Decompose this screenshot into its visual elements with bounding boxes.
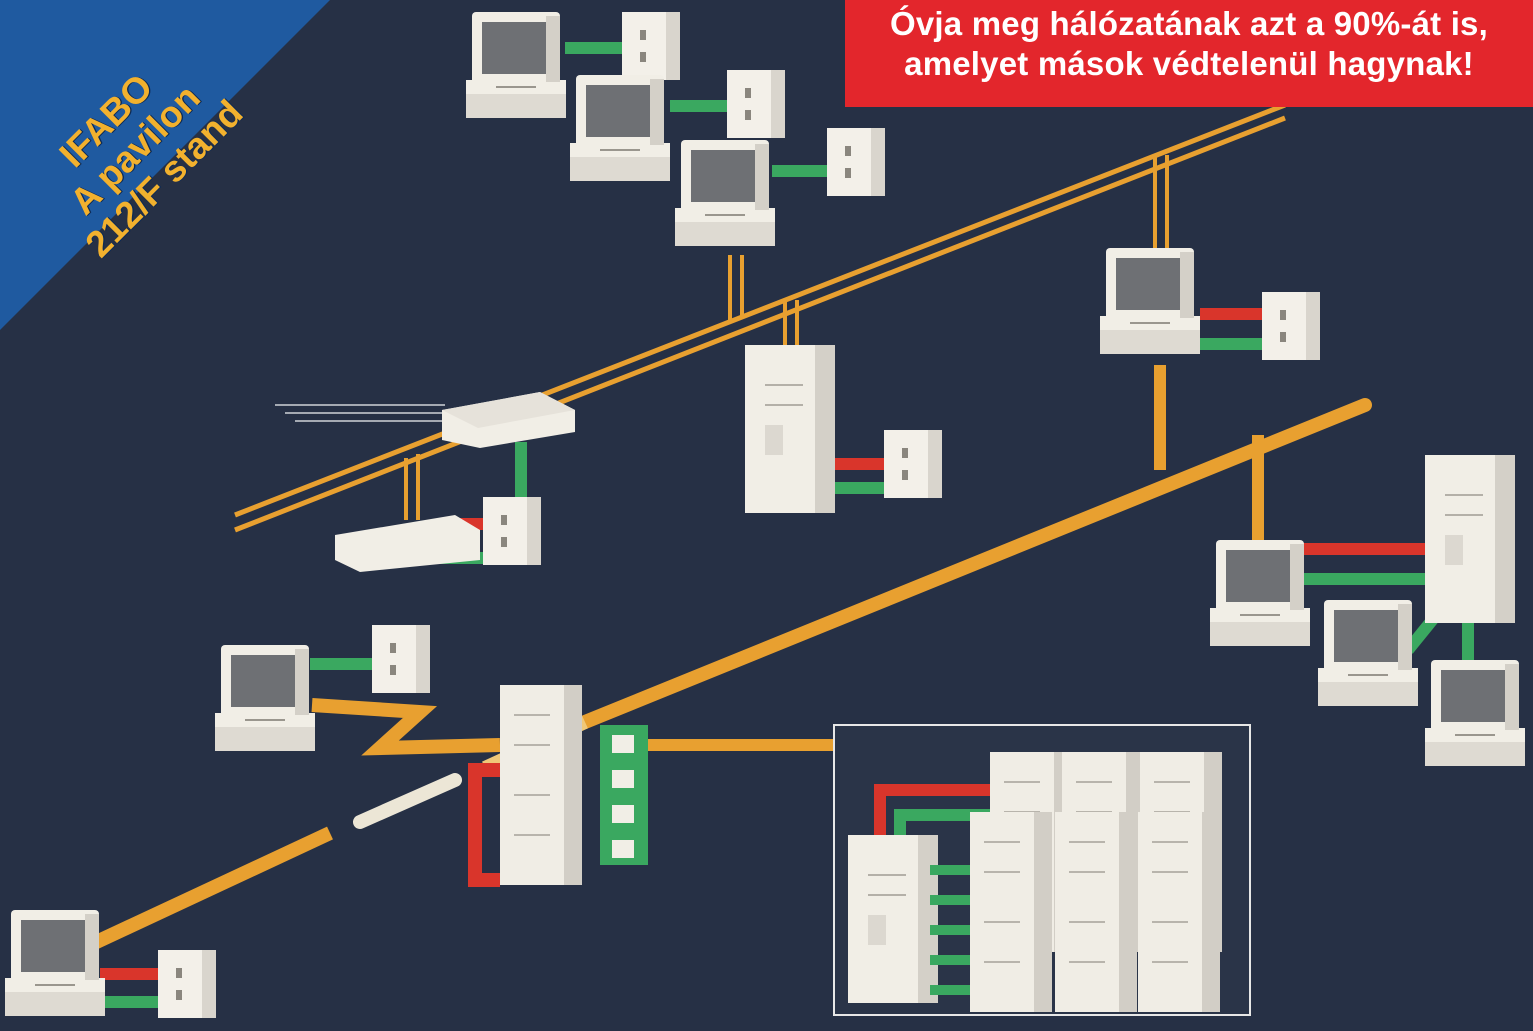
right-cluster	[1209, 454, 1526, 767]
top-workstation-group	[465, 11, 885, 247]
headline-line-2: amelyet mások védtelenül hagynak!	[904, 45, 1474, 82]
desktop-unit	[335, 497, 541, 572]
headline-banner: Óvja meg hálózatának azt a 90%-át is, am…	[845, 0, 1533, 107]
left-workstation	[214, 625, 430, 752]
right-workstation	[1099, 247, 1320, 360]
bottom-left-workstation	[4, 909, 216, 1018]
headline-text: Óvja meg hálózatának azt a 90%-át is, am…	[845, 4, 1533, 84]
tower-server-mid	[744, 344, 942, 514]
backbone-drops	[404, 155, 1169, 520]
server-room-inset	[833, 724, 1251, 1016]
router	[442, 392, 575, 504]
central-cabinet	[468, 684, 648, 887]
headline-line-1: Óvja meg hálózatának azt a 90%-át is,	[890, 5, 1488, 42]
motion-lines	[275, 404, 445, 422]
backbone-cable	[234, 102, 1286, 533]
wan-link	[311, 698, 501, 756]
